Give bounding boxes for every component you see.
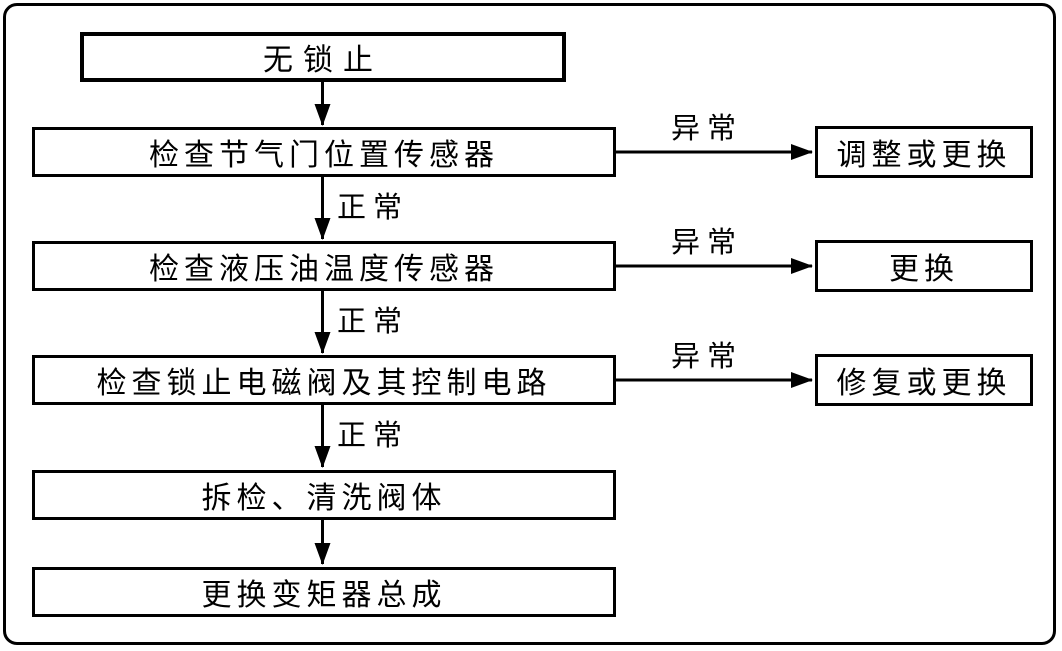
normal-label-3: 正常 <box>337 420 410 452</box>
outer-border <box>3 3 1056 645</box>
start-box: 无锁止 <box>80 32 566 82</box>
abnormal-label-2: 异常 <box>671 227 744 259</box>
normal-label-1: 正常 <box>337 192 410 224</box>
action-box-repair-or-replace: 修复或更换 <box>815 354 1033 406</box>
step-box-label: 更换变矩器总成 <box>201 579 447 612</box>
action-box-adjust-or-replace: 调整或更换 <box>815 126 1033 178</box>
step-box-lockup-solenoid: 检查锁止电磁阀及其控制电路 <box>32 355 616 405</box>
abnormal-label-3: 异常 <box>671 341 744 373</box>
step-box-label: 拆检、清洗阀体 <box>201 482 447 515</box>
action-box-replace: 更换 <box>815 240 1033 292</box>
step-box-label: 检查节气门位置传感器 <box>149 139 499 172</box>
start-box-label: 无锁止 <box>263 44 383 77</box>
normal-label-2: 正常 <box>337 306 410 338</box>
step-box-label: 检查锁止电磁阀及其控制电路 <box>96 367 552 400</box>
action-box-label: 修复或更换 <box>836 367 1012 400</box>
abnormal-label-1: 异常 <box>671 113 744 145</box>
step-box-clean-valve-body: 拆检、清洗阀体 <box>32 470 616 520</box>
step-box-replace-converter: 更换变矩器总成 <box>32 567 616 617</box>
step-box-label: 检查液压油温度传感器 <box>149 253 499 286</box>
step-box-oil-temp-sensor: 检查液压油温度传感器 <box>32 241 616 291</box>
action-box-label: 更换 <box>889 253 959 286</box>
action-box-label: 调整或更换 <box>836 139 1012 172</box>
step-box-throttle-sensor: 检查节气门位置传感器 <box>32 127 616 177</box>
